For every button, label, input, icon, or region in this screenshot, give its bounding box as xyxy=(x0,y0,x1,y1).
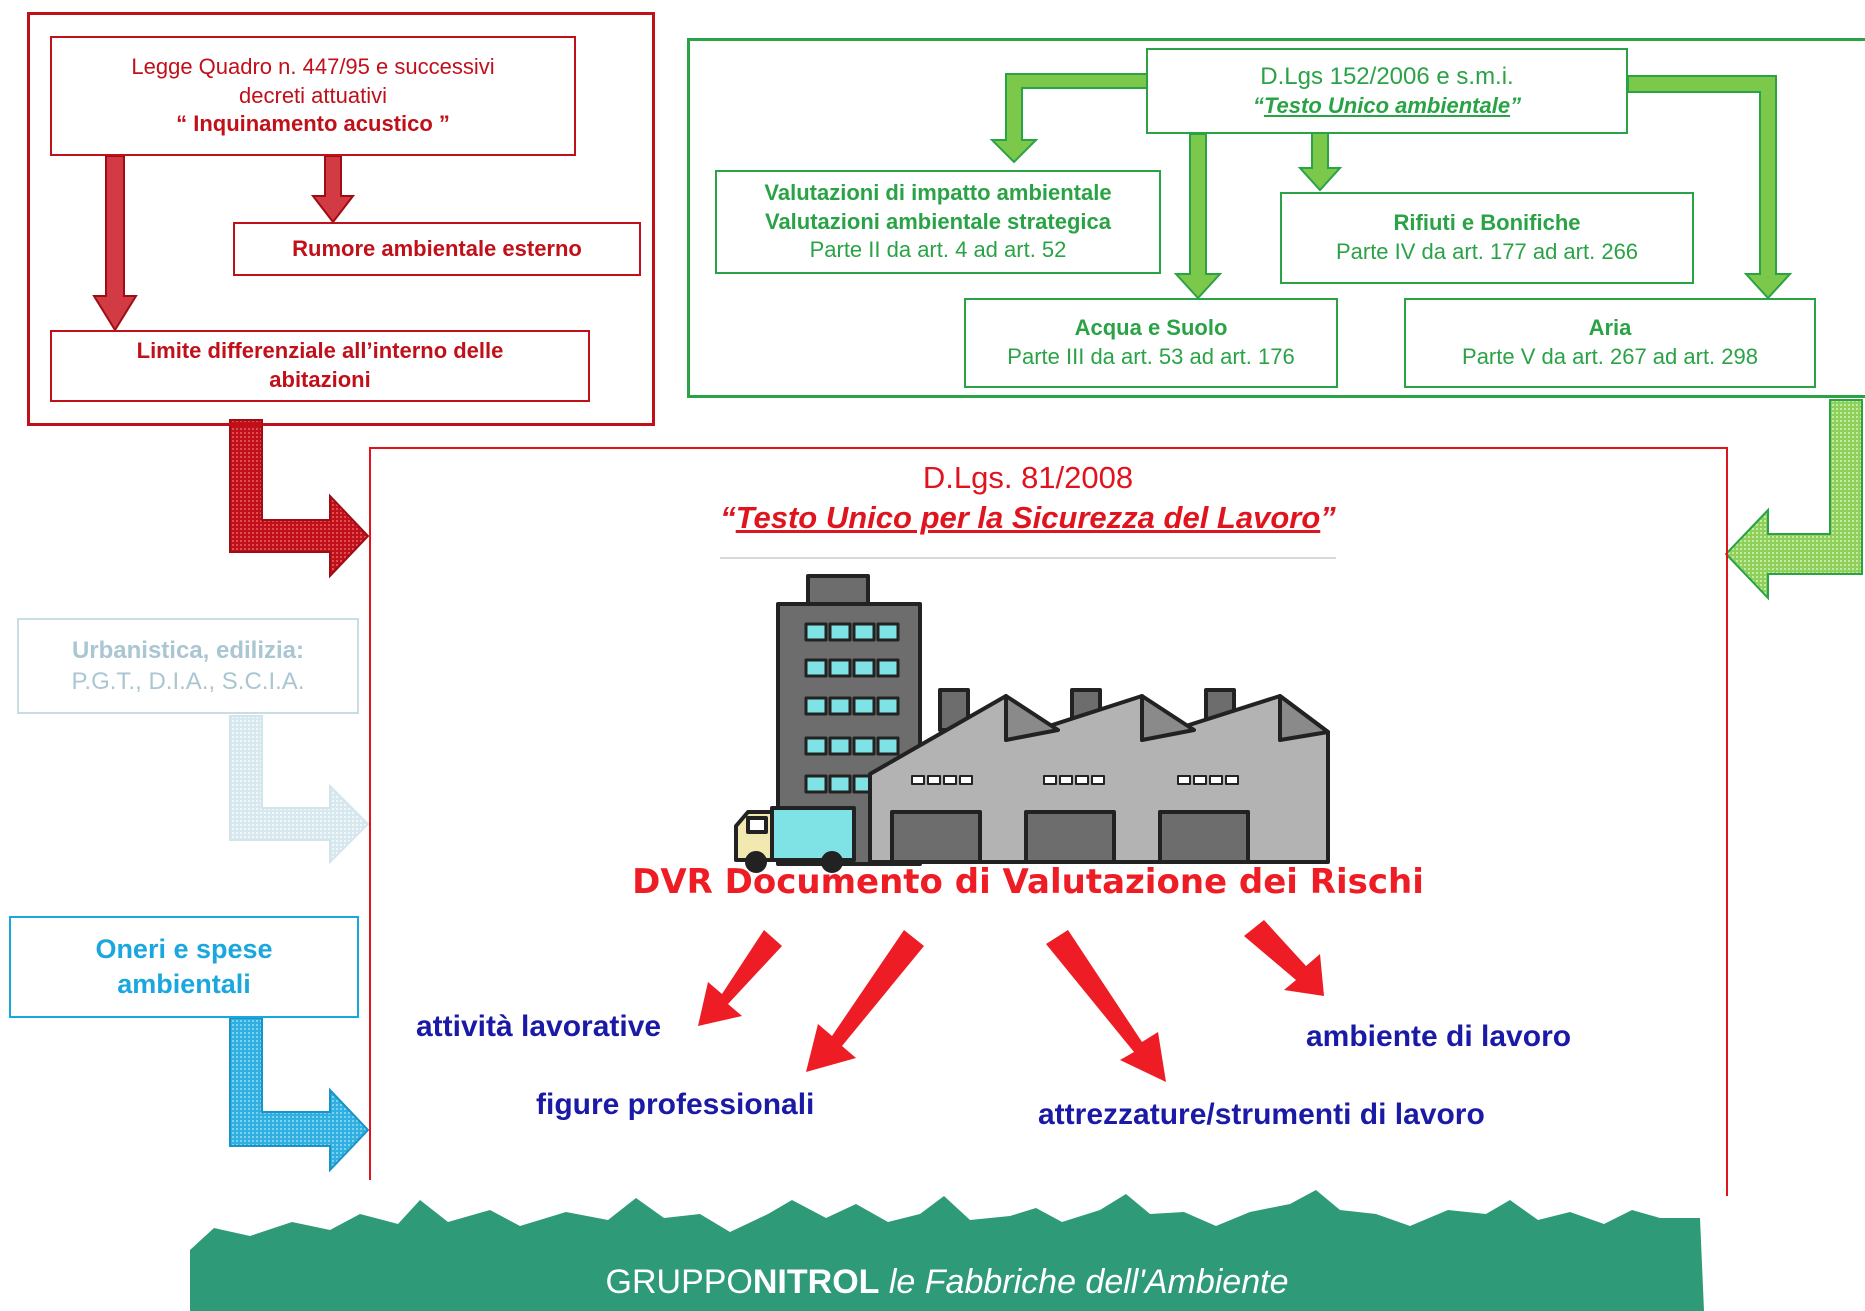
factory-illustration-icon xyxy=(734,574,1330,873)
arrow-to-roles-icon xyxy=(806,930,924,1072)
diff-limit-box: Limite differenziale all’interno delle a… xyxy=(50,330,590,402)
via-vas-box: Valutazioni di impatto ambientale Valuta… xyxy=(715,170,1161,274)
footer-brand: GRUPPONITROL le Fabbriche dell'Ambiente xyxy=(190,1262,1704,1302)
air-box: Aria Parte V da art. 267 ad art. 298 xyxy=(1404,298,1816,388)
arrow-to-equipment-icon xyxy=(1046,930,1166,1082)
diff-limit-line1: Limite differenziale all’interno delle xyxy=(136,338,504,364)
arrow-costs-to-safety xyxy=(229,1017,370,1173)
urban-line2: P.G.T., D.I.A., S.C.I.A. xyxy=(71,668,305,695)
noise-law-box: Legge Quadro n. 447/95 e successivi decr… xyxy=(50,36,576,156)
arrow-to-environment-icon xyxy=(1244,920,1324,996)
environment-law-title: “Testo Unico ambientale” xyxy=(1252,93,1522,119)
dvr-item-activities: attività lavorative xyxy=(416,1010,662,1043)
diff-limit-line2: abitazioni xyxy=(269,367,371,392)
arrow-law-to-external-noise xyxy=(310,155,356,224)
arrow-law-to-diff-limit xyxy=(92,155,138,332)
environment-law-line1: D.Lgs 152/2006 e s.m.i. xyxy=(1260,63,1514,91)
environment-panel xyxy=(687,38,1865,398)
noise-law-line2: decreti attuativi xyxy=(239,82,387,108)
safety-law-title: “Testo Unico per la Sicurezza del Lavoro… xyxy=(720,500,1336,536)
arrow-noise-to-safety xyxy=(229,419,370,579)
dvr-item-roles: figure professionali xyxy=(536,1088,815,1121)
environment-law-box: D.Lgs 152/2006 e s.m.i. “Testo Unico amb… xyxy=(1146,48,1628,134)
external-noise-box: Rumore ambientale esterno xyxy=(233,222,641,276)
urban-planning-box: Urbanistica, edilizia: P.G.T., D.I.A., S… xyxy=(17,618,359,714)
arrow-to-activities-icon xyxy=(698,930,782,1026)
arrow-law-to-via xyxy=(989,73,1149,164)
truck-icon xyxy=(734,806,856,873)
water-soil-box: Acqua e Suolo Parte III da art. 53 ad ar… xyxy=(964,298,1338,388)
safety-law-line1: D.Lgs. 81/2008 xyxy=(922,460,1134,495)
dvr-item-equipment: attrezzature/strumenti di lavoro xyxy=(1038,1098,1485,1131)
air-ref: Parte V da art. 267 ad art. 298 xyxy=(1462,344,1758,369)
via-line3: Parte II da art. 4 ad art. 52 xyxy=(809,237,1067,263)
footer-mountain-band xyxy=(190,1190,1704,1311)
noise-law-title: “ Inquinamento acustico ” xyxy=(176,111,450,137)
via-line2: Valutazioni ambientale strategica xyxy=(764,208,1111,234)
air-title: Aria xyxy=(1588,315,1632,341)
brand-tagline: le Fabbriche dell'Ambiente xyxy=(888,1263,1289,1301)
dvr-red-arrows xyxy=(698,920,1324,1082)
dvr-title: DVR Documento di Valutazione dei Rischi xyxy=(632,862,1424,902)
waste-box: Rifiuti e Bonifiche Parte IV da art. 177… xyxy=(1280,192,1694,284)
arrow-urban-to-safety xyxy=(229,715,370,865)
urban-line1: Urbanistica, edilizia: xyxy=(71,636,305,664)
costs-line1: Oneri e spese xyxy=(95,933,273,964)
brand-light: GRUPPO xyxy=(605,1263,753,1301)
waste-ref: Parte IV da art. 177 ad art. 266 xyxy=(1335,239,1639,264)
brand-bold: NITROL xyxy=(752,1263,880,1301)
noise-law-line1: Legge Quadro n. 447/95 e successivi xyxy=(131,54,495,80)
noise-panel xyxy=(27,12,655,426)
water-ref: Parte III da art. 53 ad art. 176 xyxy=(1007,344,1295,369)
arrow-law-to-water xyxy=(1173,133,1223,300)
arrow-env-to-safety xyxy=(1724,399,1863,601)
safety-panel-frame xyxy=(369,447,1728,1196)
environmental-costs-box: Oneri e spese ambientali xyxy=(9,916,359,1018)
water-title: Acqua e Suolo xyxy=(1074,315,1228,341)
arrow-law-to-air xyxy=(1627,75,1793,300)
safety-law-heading: D.Lgs. 81/2008 “Testo Unico per la Sicur… xyxy=(600,458,1456,539)
external-noise-label: Rumore ambientale esterno xyxy=(292,235,582,261)
dvr-item-environment: ambiente di lavoro xyxy=(1306,1020,1572,1053)
costs-line2: ambientali xyxy=(117,969,251,999)
waste-title: Rifiuti e Bonifiche xyxy=(1393,210,1581,236)
via-line1: Valutazioni di impatto ambientale xyxy=(764,180,1112,206)
arrow-law-to-waste xyxy=(1297,129,1343,192)
